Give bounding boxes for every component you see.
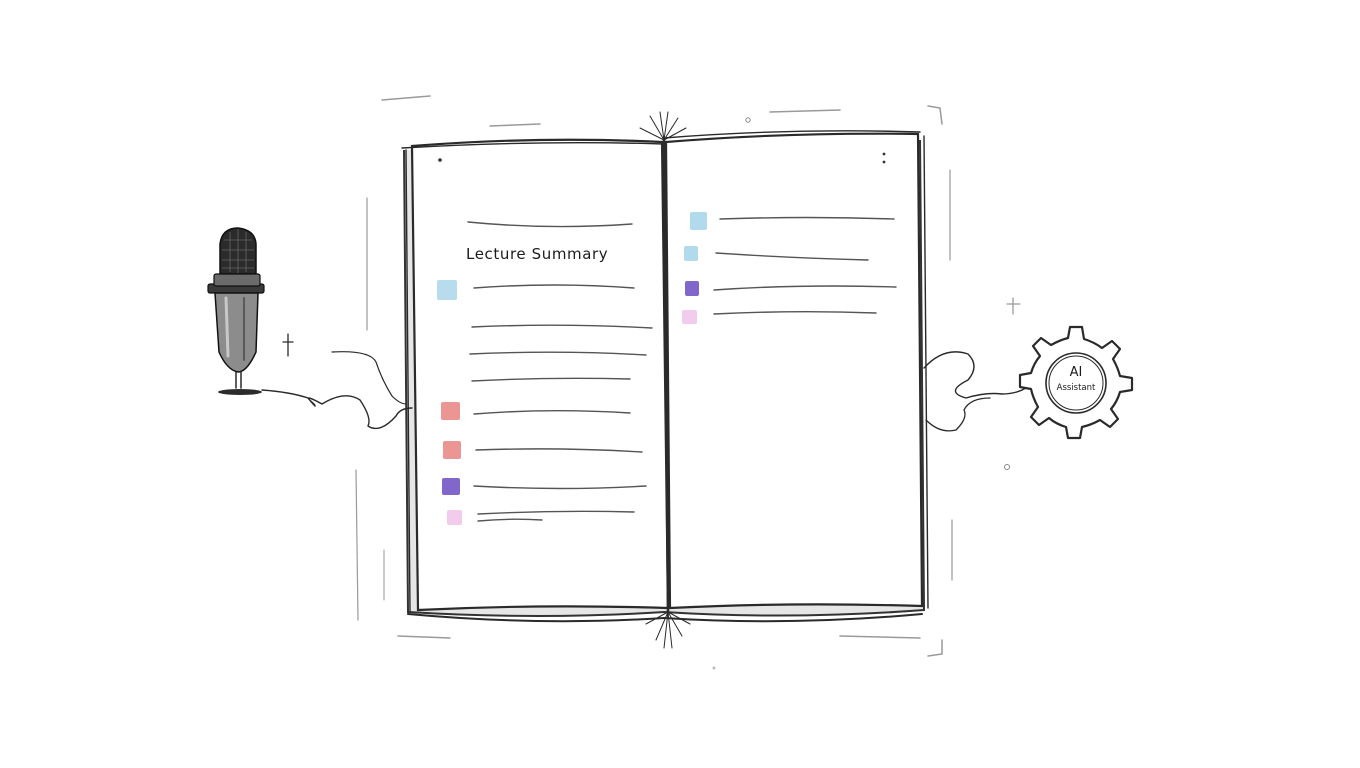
right-page [664,132,924,610]
blue-note-square [690,212,707,230]
red-note-square [441,402,460,420]
right-page-content [682,212,897,324]
notebook-title: Lecture Summary [466,245,608,263]
assistant-label-line2: Assistant [1057,383,1096,393]
purple-note-square [442,478,460,495]
pink-note-square [682,310,697,324]
gear-icon: AI Assistant [1018,325,1134,440]
left-page [410,138,670,612]
frame-sketch-marks [282,95,1021,670]
red-note-square [443,441,461,459]
assistant-cable [923,351,1027,399]
microphone-cable [261,389,413,430]
blue-note-square [437,280,457,300]
pink-note-square [447,510,462,525]
assistant-label-line1: AI [1070,365,1083,380]
open-book-icon [401,111,929,649]
left-page-content: Lecture Summary [437,221,653,525]
purple-note-square [685,281,699,296]
microphone-icon [207,227,265,395]
blue-note-square [684,246,698,261]
